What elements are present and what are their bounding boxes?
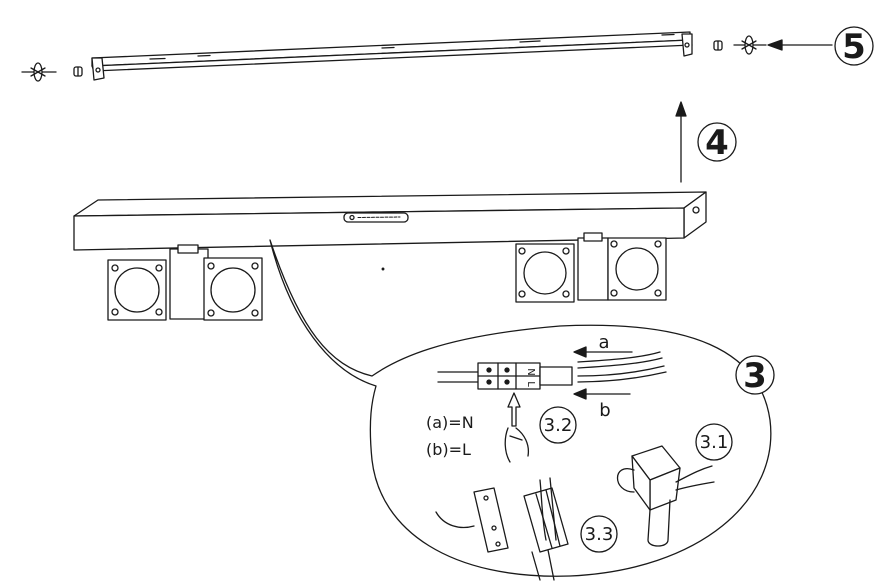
step-5-label: 5 <box>842 27 866 67</box>
step-3-3-label: 3.3 <box>585 524 614 545</box>
step-4-callout: 4 <box>675 101 737 183</box>
wire-a-arrow: a <box>573 332 633 358</box>
terminal-l-label: L <box>525 381 536 387</box>
junction-box-drawing <box>435 477 569 581</box>
step-5-callout: 5 <box>767 26 874 67</box>
wiring-detail-bubble: N L a b (a)=N (b)=L <box>269 239 775 581</box>
right-spotlight-pair <box>515 232 667 303</box>
wire-b-label: b <box>599 400 610 421</box>
fixture-housing <box>73 191 707 271</box>
step-3-1-label: 3.1 <box>700 432 729 453</box>
step-4-label: 4 <box>705 123 729 163</box>
terminal-block: N L <box>437 362 573 390</box>
terminal-n-label: N <box>525 368 536 375</box>
legend-line-2: (b)=L <box>426 440 471 459</box>
step-3-circle <box>735 355 775 395</box>
wire-b-arrow: b <box>573 388 631 421</box>
step-3-label: 3 <box>743 356 767 396</box>
step-3-2-label: 3.2 <box>544 415 573 436</box>
step-3-2-circle <box>539 406 577 444</box>
hand-press-icon <box>504 392 530 463</box>
step-3-1-circle <box>695 423 733 461</box>
step-3-3-circle <box>580 515 618 553</box>
left-screw <box>21 62 83 82</box>
right-screw <box>713 35 767 55</box>
mounting-bracket <box>91 31 693 81</box>
incoming-wires <box>577 351 667 383</box>
wire-a-label: a <box>598 332 609 353</box>
connector-box-drawing <box>617 445 715 547</box>
left-spotlight-pair <box>107 244 263 321</box>
legend-line-1: (a)=N <box>426 413 474 432</box>
